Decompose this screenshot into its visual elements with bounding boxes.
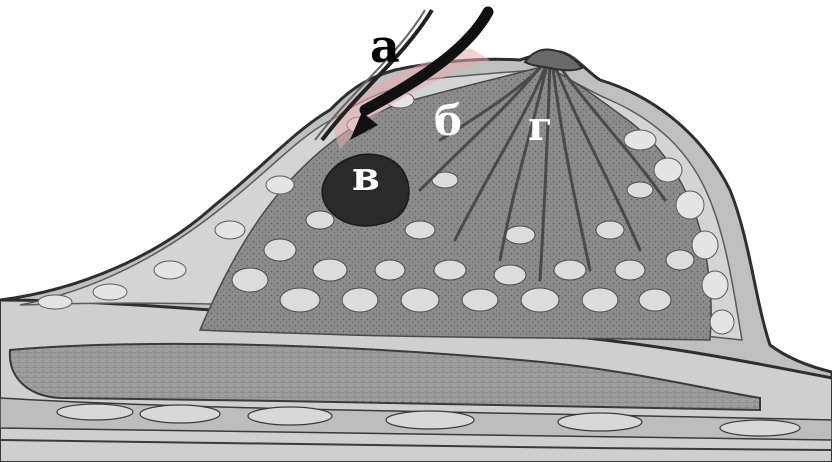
label-v: в — [352, 153, 380, 200]
label-g: г — [528, 103, 553, 150]
label-a: а — [370, 19, 400, 73]
label-b: б — [434, 96, 462, 145]
